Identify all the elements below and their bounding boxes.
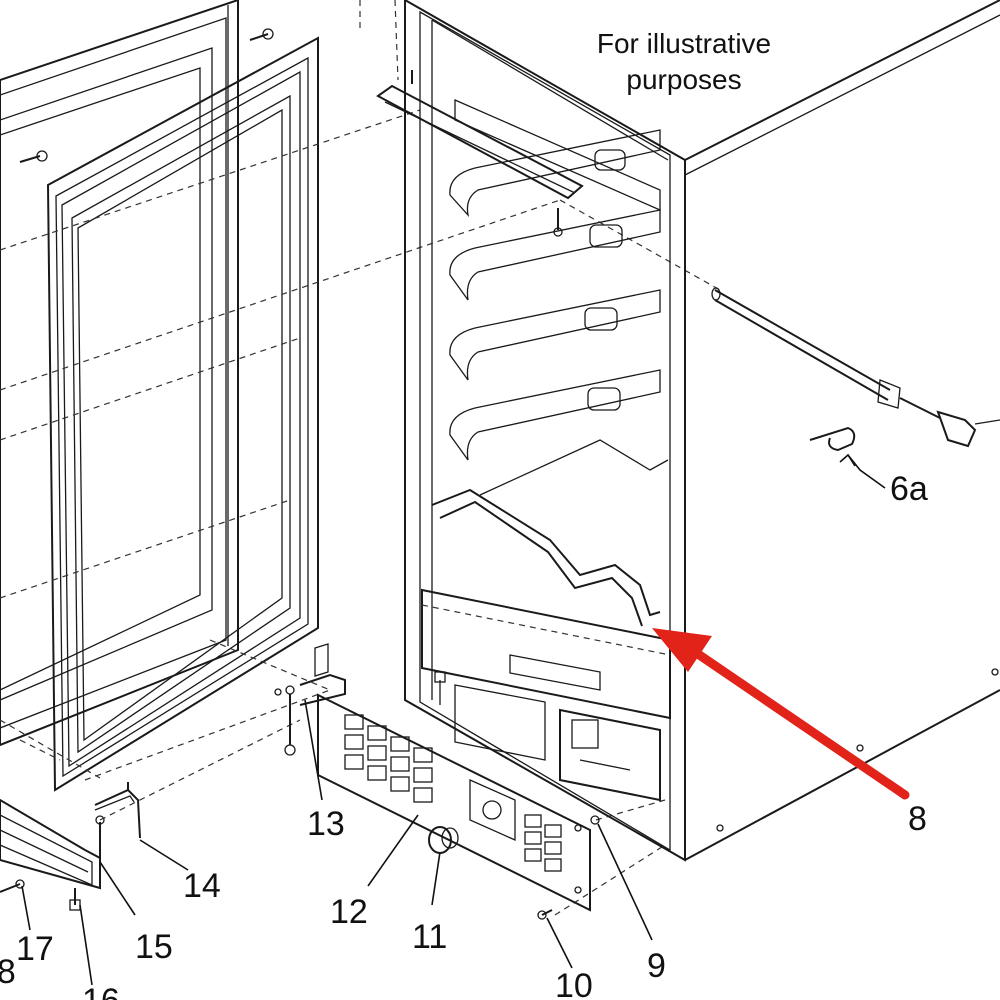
callout-11: 11 bbox=[412, 918, 447, 956]
note-line-1: For illustrative bbox=[597, 28, 771, 59]
assembly-guide-lines bbox=[0, 109, 721, 916]
cabinet bbox=[359, 0, 1000, 862]
callout-14: 14 bbox=[183, 867, 221, 905]
callout-17: 17 bbox=[16, 930, 54, 968]
hinge-bracket bbox=[94, 782, 141, 839]
grille-vents-right bbox=[524, 814, 562, 872]
callout-18: 18 bbox=[0, 953, 16, 991]
wire-rack bbox=[431, 439, 669, 627]
handle-screw bbox=[0, 879, 25, 893]
door-handle bbox=[0, 798, 101, 911]
thermostat-knob bbox=[428, 826, 459, 854]
callout-8: 8 bbox=[908, 800, 927, 838]
door-assembly bbox=[0, 0, 274, 747]
callout-9: 9 bbox=[647, 947, 666, 985]
control-box bbox=[559, 708, 661, 802]
grille-screws bbox=[537, 815, 600, 920]
shelf-2 bbox=[449, 209, 661, 301]
base-tray bbox=[421, 588, 671, 761]
shelf-4 bbox=[449, 369, 661, 461]
kick-plate-grille bbox=[317, 693, 591, 912]
callout-10: 10 bbox=[555, 967, 593, 1000]
lower-hinge bbox=[274, 643, 346, 756]
door-gasket bbox=[46, 36, 319, 792]
callout-labels: 6a 8 9 10 11 12 13 14 15 16 17 18 bbox=[0, 470, 928, 1000]
wine-shelves bbox=[449, 99, 661, 461]
hinge-pin bbox=[95, 815, 105, 862]
callout-16: 16 bbox=[82, 982, 120, 1000]
callout-15: 15 bbox=[135, 928, 173, 966]
shelf-3 bbox=[449, 289, 661, 381]
shelf-1 bbox=[449, 99, 661, 218]
callout-12: 12 bbox=[330, 893, 368, 931]
door-screw-top bbox=[249, 28, 274, 41]
note-line-2: purposes bbox=[626, 64, 741, 95]
callout-6a: 6a bbox=[890, 470, 928, 508]
door-rod bbox=[711, 287, 1000, 448]
clip-part bbox=[809, 426, 856, 452]
grille-vents-left bbox=[344, 714, 433, 803]
highlight-arrow bbox=[652, 628, 910, 800]
door-screw-left bbox=[19, 150, 48, 163]
callout-13: 13 bbox=[307, 805, 345, 843]
leader-lines bbox=[21, 453, 886, 986]
